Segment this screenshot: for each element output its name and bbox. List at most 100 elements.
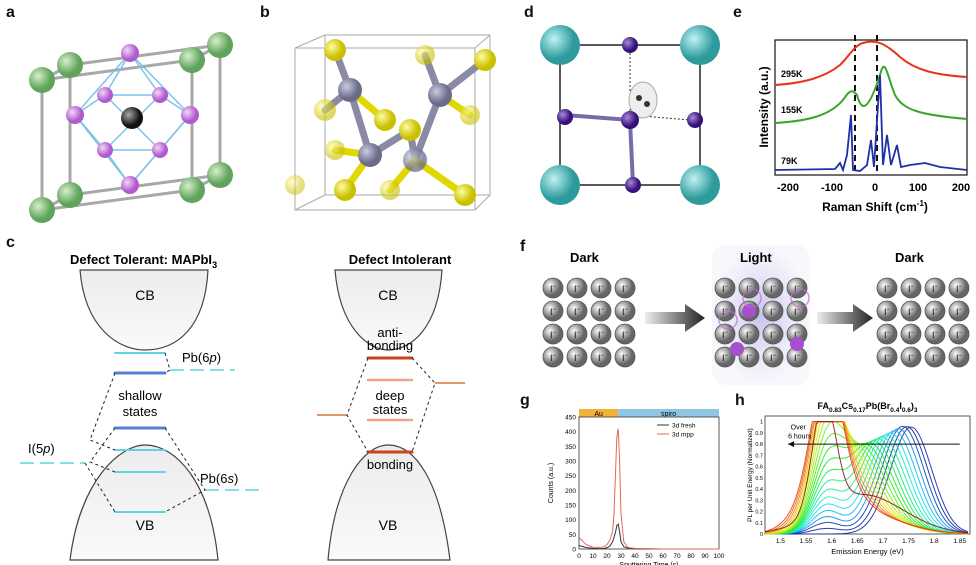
raman-spectra-plot: 295K 155K 79K -200 -100 0 100 200 Raman … — [757, 35, 970, 214]
iodide-ion: I− — [566, 277, 588, 299]
iodide-ion: I− — [762, 277, 784, 299]
pb6p-label: Pb(6p) — [182, 350, 221, 365]
pl-emission-chart: FA0.83Cs0.17Pb(Br0.4I0.6)300.10.20.30.40… — [747, 401, 971, 556]
svg-text:I−: I− — [908, 353, 915, 363]
pb6s-label: Pb(6s) — [200, 471, 238, 486]
iodide-ion: I− — [542, 277, 564, 299]
band-au — [579, 409, 619, 417]
left-vb-label: VB — [136, 517, 155, 533]
iodide-ion: I− — [542, 323, 564, 345]
svg-text:I−: I− — [574, 330, 581, 340]
y-axis-label: Counts (a.u.) — [548, 463, 555, 503]
x-tick-label: 1.8 — [930, 538, 939, 545]
y-axis-label: Intensity (a.u.) — [757, 66, 771, 147]
dark-label-left: Dark — [570, 250, 600, 265]
iodide-ion: I− — [590, 323, 612, 345]
panel-label-f: f — [520, 238, 526, 255]
x-tick-label: 200 — [952, 182, 970, 194]
svg-text:I−: I− — [598, 307, 605, 317]
iodide-ion: I− — [762, 346, 784, 368]
displaced-iodide-ion — [790, 337, 804, 351]
ion-migration-diagram: Dark Light Dark I−I−I−I−I−I−I−I−I−I−I−I−… — [542, 245, 970, 385]
antibonding-line1: anti- — [377, 325, 402, 340]
svg-text:I−: I− — [770, 353, 777, 363]
y-tick-label: 250 — [565, 473, 576, 480]
svg-text:I−: I− — [908, 330, 915, 340]
y-tick-label: 0.4 — [755, 487, 763, 493]
iodide-ion: I− — [738, 323, 760, 345]
annotation-line1: Over — [791, 424, 807, 431]
iodide-ion: I− — [762, 323, 784, 345]
y-axis-label: PL per Unit Energy (Normalized) — [747, 428, 754, 522]
band-spiro — [618, 409, 719, 417]
right-cb-label: CB — [378, 287, 397, 303]
deep-states-line1: deep — [376, 388, 405, 403]
panel-label-d: d — [524, 4, 534, 21]
iodide-ion: I− — [876, 300, 898, 322]
y-tick-label: 1 — [760, 420, 763, 426]
spectrum-line — [764, 421, 968, 534]
spectrum-line — [765, 438, 969, 535]
x-tick-label: 10 — [589, 553, 597, 560]
svg-text:I−: I− — [884, 307, 891, 317]
annotation-line2: 6 hours — [788, 433, 812, 440]
svg-text:I−: I− — [770, 307, 777, 317]
panel-label-e: e — [733, 4, 742, 21]
iodide-ion: I− — [566, 346, 588, 368]
y-tick-label: 50 — [569, 532, 577, 539]
iodide-ion: I− — [876, 277, 898, 299]
right-title: Defect Intolerant — [349, 252, 452, 267]
series-155k-line — [774, 65, 968, 124]
iodide-ion: I− — [876, 346, 898, 368]
svg-text:I−: I− — [932, 330, 939, 340]
x-tick-label: 1.55 — [800, 538, 813, 545]
spectrum-line — [765, 426, 969, 535]
i5p-label: I(5p) — [28, 441, 55, 456]
x-tick-label: 80 — [687, 553, 695, 560]
bonding-label: bonding — [367, 457, 413, 472]
iodide-ion: I− — [590, 277, 612, 299]
x-tick-label: 70 — [673, 553, 681, 560]
svg-text:I−: I− — [550, 330, 557, 340]
svg-text:I−: I− — [932, 307, 939, 317]
x-tick-label: 1.5 — [776, 538, 785, 545]
iodide-ion: I− — [948, 346, 970, 368]
svg-text:I−: I− — [794, 330, 801, 340]
svg-text:I−: I− — [722, 330, 729, 340]
x-tick-label: 1.65 — [851, 538, 864, 545]
svg-text:I−: I− — [746, 353, 753, 363]
x-tick-label: 0 — [872, 182, 878, 194]
svg-text:I−: I− — [574, 284, 581, 294]
shallow-states-line1: shallow — [118, 388, 162, 403]
y-tick-label: 0.6 — [755, 465, 763, 471]
iodide-ion: I− — [876, 323, 898, 345]
svg-text:I−: I− — [770, 284, 777, 294]
y-tick-label: 0.3 — [755, 498, 763, 504]
x-axis-label: Sputtering Time (s) — [619, 562, 678, 565]
perovskite-unit-cell — [29, 32, 233, 223]
iodide-ion: I− — [900, 323, 922, 345]
svg-text:I−: I− — [598, 330, 605, 340]
y-tick-label: 300 — [565, 459, 576, 466]
y-tick-label: 0 — [760, 532, 763, 538]
x-tick-label: 40 — [631, 553, 639, 560]
iodide-ion: I− — [614, 323, 636, 345]
svg-text:I−: I− — [956, 330, 963, 340]
svg-text:I−: I− — [622, 330, 629, 340]
left-cb-label: CB — [135, 287, 154, 303]
series-295k-line — [774, 40, 968, 86]
series-line — [578, 428, 719, 550]
svg-text:I−: I− — [598, 284, 605, 294]
svg-text:I−: I− — [932, 353, 939, 363]
svg-text:I−: I− — [956, 353, 963, 363]
y-tick-label: 100 — [565, 517, 576, 524]
y-tick-label: 0.5 — [755, 476, 763, 482]
y-tick-label: 0.9 — [755, 431, 763, 437]
y-tick-label: 150 — [565, 503, 576, 510]
y-tick-label: 0.8 — [755, 442, 763, 448]
iodide-ion: I− — [738, 346, 760, 368]
y-tick-label: 200 — [565, 488, 576, 495]
spectrum-line — [764, 421, 969, 534]
x-tick-label: 1.7 — [878, 538, 887, 545]
